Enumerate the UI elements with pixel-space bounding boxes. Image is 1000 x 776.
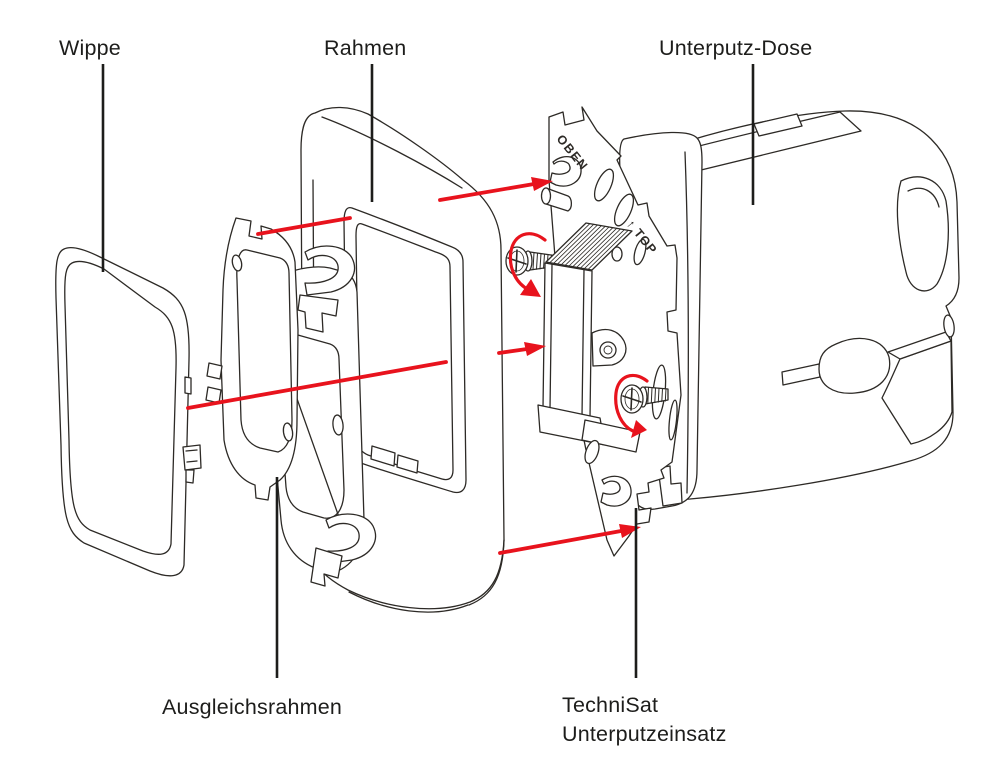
insert-lug-hole <box>599 341 617 359</box>
rahmen-top-inner-line <box>321 116 463 189</box>
dose-top-slot <box>753 113 803 137</box>
dose-tab-wedge <box>881 340 953 445</box>
insert-block-hatching <box>549 223 629 270</box>
wippe-latch-hook <box>185 469 195 484</box>
assembly-arrows <box>186 182 649 555</box>
label-rahmen: Rahmen <box>324 36 406 60</box>
labels: Wippe Rahmen Unterputz-Dose Ausgleichsra… <box>59 36 812 746</box>
label-technisat-line1: TechniSat <box>562 693 658 717</box>
dose-tab-bar-right <box>887 331 952 360</box>
dose-side-pocket-inner <box>907 187 940 208</box>
rahmen-opening <box>355 222 454 481</box>
arrowhead-rotation-upper <box>520 279 541 297</box>
dose-rim-inner-line <box>684 151 689 494</box>
assembly-arrow-mid-seg2 <box>497 347 529 355</box>
insert-block-bevel-r <box>581 269 585 418</box>
assembly-arrow-top-seg2 <box>438 182 536 202</box>
ausgleich-hole-carrier <box>332 414 344 436</box>
ausgleich-top-latch-arm <box>297 294 339 333</box>
insert-block-bevel-l <box>549 263 553 411</box>
wippe-part <box>55 247 202 577</box>
insert-top-pin-cap <box>540 187 552 205</box>
rahmen-depth-bottom <box>348 591 469 613</box>
label-wippe: Wippe <box>59 36 121 60</box>
unterputzeinsatz-part: OBEN ↑ TOP <box>537 106 682 557</box>
ausgleichsrahmen-part <box>205 217 377 587</box>
insert-top-claw <box>549 156 582 187</box>
insert-hole-2 <box>613 193 635 227</box>
assembly-arrow-mid-seg1 <box>186 360 448 410</box>
rahmen-bottom-tab-1 <box>370 445 396 467</box>
lower-screw-phillips-icon <box>622 387 642 411</box>
label-technisat-line2: Unterputzeinsatz <box>562 722 727 746</box>
ausgleich-hole-top <box>231 254 243 272</box>
ausgleich-top-latch <box>304 245 356 296</box>
wippe-latch-housing <box>182 444 202 471</box>
insert-hole-3 <box>633 238 647 266</box>
insert-bottom-oval <box>584 439 600 465</box>
wippe-side-tab <box>184 376 192 395</box>
insert-bottom-claw <box>600 475 632 507</box>
ausgleich-flange-opening <box>236 249 293 453</box>
ausgleich-left-clip-1 <box>206 362 223 380</box>
arrowhead-rotation-lower <box>631 420 647 438</box>
wippe-latch-line-2 <box>186 460 198 463</box>
assembly-arrow-top-seg1 <box>256 216 352 236</box>
arrowhead-bottom <box>619 524 641 538</box>
wippe-latch-line-1 <box>185 449 198 452</box>
assembly-arrow-bottom-seg <box>498 529 623 555</box>
wippe-outer <box>55 247 190 577</box>
insert-block-foot <box>581 419 641 453</box>
dose-rim-bottom-notch <box>657 465 683 507</box>
diagram-parts: OBEN ↑ TOP <box>55 106 960 613</box>
insert-hole-1 <box>593 168 615 202</box>
dose-side-pocket <box>896 176 949 292</box>
arrowhead-mid <box>524 342 546 356</box>
dose-tab-blob <box>818 337 891 394</box>
label-unterputz-dose: Unterputz-Dose <box>659 36 812 60</box>
insert-hole-right-thin <box>668 399 678 441</box>
rotation-arrow-upper-arc <box>508 232 547 292</box>
insert-support-cyl-2 <box>611 246 623 262</box>
arrowhead-top <box>531 177 553 191</box>
ausgleich-hole-bottom <box>282 422 294 442</box>
leader-lines <box>101 64 755 678</box>
dose-right-oval <box>943 314 955 338</box>
rahmen-part <box>300 106 505 613</box>
rotation-arrow-lower-arc <box>614 373 649 433</box>
ausgleich-bottom-foot <box>310 547 343 587</box>
label-ausgleichsrahmen: Ausgleichsrahmen <box>162 695 342 719</box>
rahmen-bottom-tab-2 <box>396 454 419 474</box>
insert-lug-hole-inner <box>603 345 613 355</box>
ausgleich-left-clip-2 <box>205 386 222 404</box>
lower-screw <box>620 384 669 414</box>
